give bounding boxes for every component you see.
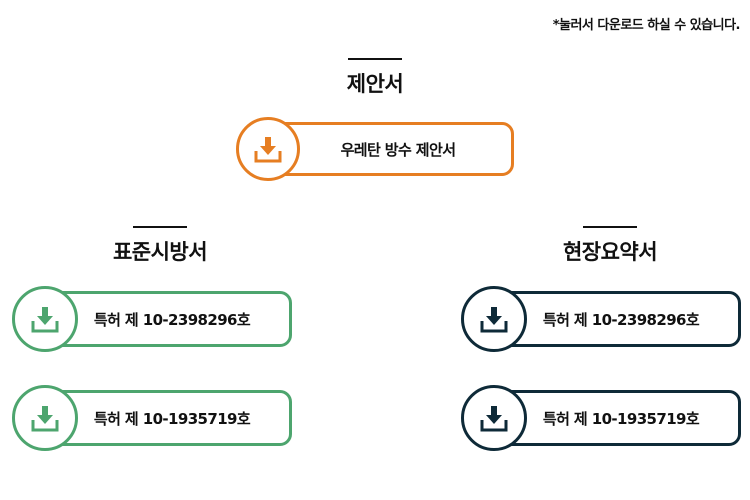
proposal-title-text: 제안서 [346, 72, 404, 96]
download-icon-glyph [31, 307, 59, 333]
download-button-body[interactable]: 우레탄 방수 제안서 [268, 122, 514, 176]
download-button-label: 특허 제 10-2398296호 [542, 310, 700, 329]
download-button-urethane-proposal[interactable]: 우레탄 방수 제안서 [236, 117, 514, 181]
download-icon[interactable] [461, 286, 527, 352]
standard-title-text: 표준시방서 [112, 240, 208, 264]
standard-section-title: 표준시방서 [100, 226, 220, 266]
download-button-standard-2398296[interactable]: 특허 제 10-2398296호 [12, 286, 292, 352]
title-bar [583, 226, 637, 228]
download-icon[interactable] [12, 286, 78, 352]
download-icon[interactable] [236, 117, 300, 181]
site-section-title: 현장요약서 [550, 226, 670, 266]
download-button-label: 특허 제 10-2398296호 [93, 310, 251, 329]
site-title-text: 현장요약서 [562, 240, 658, 264]
download-icon-glyph [480, 406, 508, 432]
download-button-body[interactable]: 특허 제 10-2398296호 [44, 291, 292, 347]
download-button-body[interactable]: 특허 제 10-1935719호 [44, 390, 292, 446]
title-bar [133, 226, 187, 228]
proposal-section-title: 제안서 [325, 58, 425, 98]
download-button-label: 우레탄 방수 제안서 [340, 140, 456, 159]
download-icon-glyph [254, 137, 282, 163]
title-bar [348, 58, 402, 60]
download-button-standard-1935719[interactable]: 특허 제 10-1935719호 [12, 385, 292, 451]
download-icon-glyph [31, 406, 59, 432]
download-button-site-2398296[interactable]: 특허 제 10-2398296호 [461, 286, 741, 352]
download-button-body[interactable]: 특허 제 10-1935719호 [493, 390, 741, 446]
download-button-site-1935719[interactable]: 특허 제 10-1935719호 [461, 385, 741, 451]
download-hint-note: *눌러서 다운로드 하실 수 있습니다. [552, 18, 741, 33]
download-button-label: 특허 제 10-1935719호 [542, 409, 700, 428]
download-button-body[interactable]: 특허 제 10-2398296호 [493, 291, 741, 347]
download-icon[interactable] [12, 385, 78, 451]
download-icon[interactable] [461, 385, 527, 451]
download-icon-glyph [480, 307, 508, 333]
download-button-label: 특허 제 10-1935719호 [93, 409, 251, 428]
